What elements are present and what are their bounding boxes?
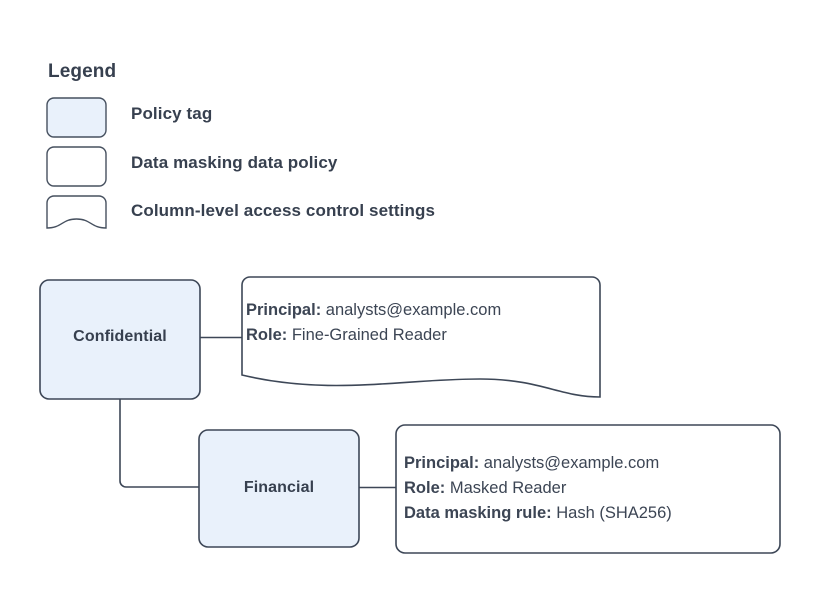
callout-row-value: analysts@example.com bbox=[483, 454, 660, 472]
legend-swatch-column-access-settings bbox=[46, 195, 107, 229]
callout-row-value: Hash (SHA256) bbox=[556, 504, 672, 522]
callout-confidential-access bbox=[241, 276, 601, 398]
node-label-financial: Financial bbox=[243, 479, 315, 496]
callout-row: Data masking rule: Hash (SHA256) bbox=[404, 501, 672, 526]
callout-row: Role: Masked Reader bbox=[404, 476, 672, 501]
callout-row-value: analysts@example.com bbox=[325, 301, 502, 319]
legend-item-label-column-access-settings: Column-level access control settings bbox=[131, 201, 436, 220]
callout-row-key: Data masking rule: bbox=[404, 504, 552, 522]
node-confidential[interactable] bbox=[39, 279, 201, 400]
callout-row: Principal: analysts@example.com bbox=[404, 451, 672, 476]
callout-row: Principal: analysts@example.com bbox=[246, 298, 501, 323]
legend-swatch-policy-tag bbox=[46, 97, 107, 138]
callout-row-key: Role: bbox=[246, 326, 288, 344]
connector-confidential-to-financial bbox=[119, 399, 199, 488]
callout-confidential-access-text: Principal: analysts@example.com Role: Fi… bbox=[246, 298, 501, 348]
callout-row-key: Principal: bbox=[246, 301, 322, 319]
legend-item-label-policy-tag: Policy tag bbox=[131, 104, 213, 123]
callout-row-key: Principal: bbox=[404, 454, 480, 472]
node-financial[interactable] bbox=[198, 429, 360, 548]
callout-row-value: Fine-Grained Reader bbox=[291, 326, 447, 344]
callout-row-value: Masked Reader bbox=[449, 479, 567, 497]
callout-row: Role: Fine-Grained Reader bbox=[246, 323, 501, 348]
legend-item-label-data-masking-policy: Data masking data policy bbox=[131, 153, 338, 172]
node-label-confidential: Confidential bbox=[73, 328, 167, 345]
legend-swatch-data-masking-policy bbox=[46, 146, 107, 187]
callout-financial-access-text: Principal: analysts@example.com Role: Ma… bbox=[404, 451, 672, 526]
callout-row-key: Role: bbox=[404, 479, 446, 497]
callout-financial-access bbox=[395, 424, 781, 554]
legend-title: Legend bbox=[48, 61, 117, 82]
